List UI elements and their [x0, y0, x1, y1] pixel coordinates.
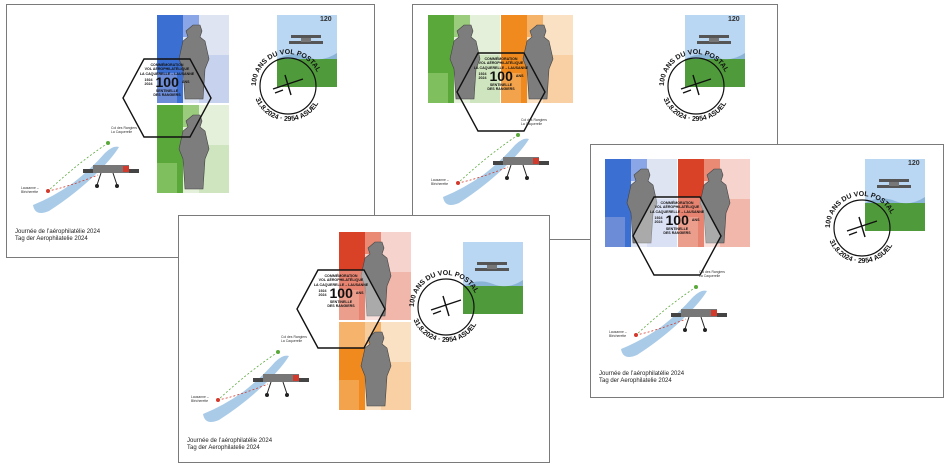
circle-cancel: 100 ANS DU VOL POSTAL 31.8.2024 · 2954 A… [409, 270, 480, 344]
circle-cancel: 100 ANS DU VOL POSTAL 31.8.2024 · 2954 A… [251, 49, 322, 123]
route-map [621, 285, 727, 357]
sentinel-stamp-green [428, 15, 500, 103]
route-map [33, 141, 139, 213]
hexagon-cancel-text: COMMÉMORATION VOL AÉROPHILATÉLIQUE LA CA… [313, 274, 369, 309]
cover-card-4: 120 COMMÉMORATION VOL AÉROPHILATÉLIQUE L… [590, 144, 944, 398]
circle-cancel: 100 ANS DU VOL POSTAL 31.8.2024 · 2954 A… [659, 49, 730, 123]
place-from-label: Lausanne –Blécherette [21, 186, 39, 194]
cover-caption: Journée de l’aérophilatélie 2024 Tag der… [187, 438, 273, 451]
sentinel-stamp-blue [157, 15, 229, 103]
circle-cancel: 100 ANS DU VOL POSTAL 31.8.2024 · 2954 A… [825, 191, 896, 265]
stamp-value-1: 120 [320, 16, 332, 23]
cover-card-1: 120 COMMÉMORATION VOL AÉROPHILATÉLIQUE L… [6, 4, 375, 258]
hexagon-cancel-text: COMMÉMORATION VOL AÉROPHILATÉLIQUE LA CA… [649, 201, 705, 236]
hexagon-cancel-text: COMMÉMORATION VOL AÉROPHILATÉLIQUE LA CA… [139, 63, 195, 98]
hexagon-cancel-text: COMMÉMORATION VOL AÉROPHILATÉLIQUE LA CA… [473, 57, 529, 92]
route-map [443, 133, 549, 205]
cover-card-3: COMMÉMORATION VOL AÉROPHILATÉLIQUE LA CA… [178, 215, 550, 463]
route-map [203, 350, 309, 422]
cover-caption: Journée de l’aérophilatélie 2024 Tag der… [599, 371, 685, 384]
hexagon-cancel [296, 269, 386, 349]
stamp-value-2: 120 [728, 16, 740, 23]
hexagon-cancel [122, 58, 212, 138]
sentinel-stamp-orange [501, 15, 573, 103]
stamp-value-4: 120 [908, 160, 920, 167]
cover-caption: Journée de l’aérophilatélie 2024 Tag der… [15, 229, 101, 242]
sentinel-stamp-red [678, 159, 750, 247]
sentinel-stamp-orange [339, 322, 411, 410]
place-from-label: Lausanne –Blécherette [191, 395, 209, 403]
sentinel-stamp-blue [605, 159, 677, 247]
airplane-stamp [865, 159, 925, 231]
airplane-stamp [685, 15, 745, 87]
hexagon-cancel [632, 196, 722, 276]
sentinel-stamp-red [339, 232, 411, 320]
place-from-label: Lausanne –Blécherette [609, 330, 627, 338]
hexagon-cancel [456, 52, 546, 132]
sentinel-stamp-green [157, 105, 229, 193]
place-from-label: Lausanne –Blécherette [431, 178, 449, 186]
